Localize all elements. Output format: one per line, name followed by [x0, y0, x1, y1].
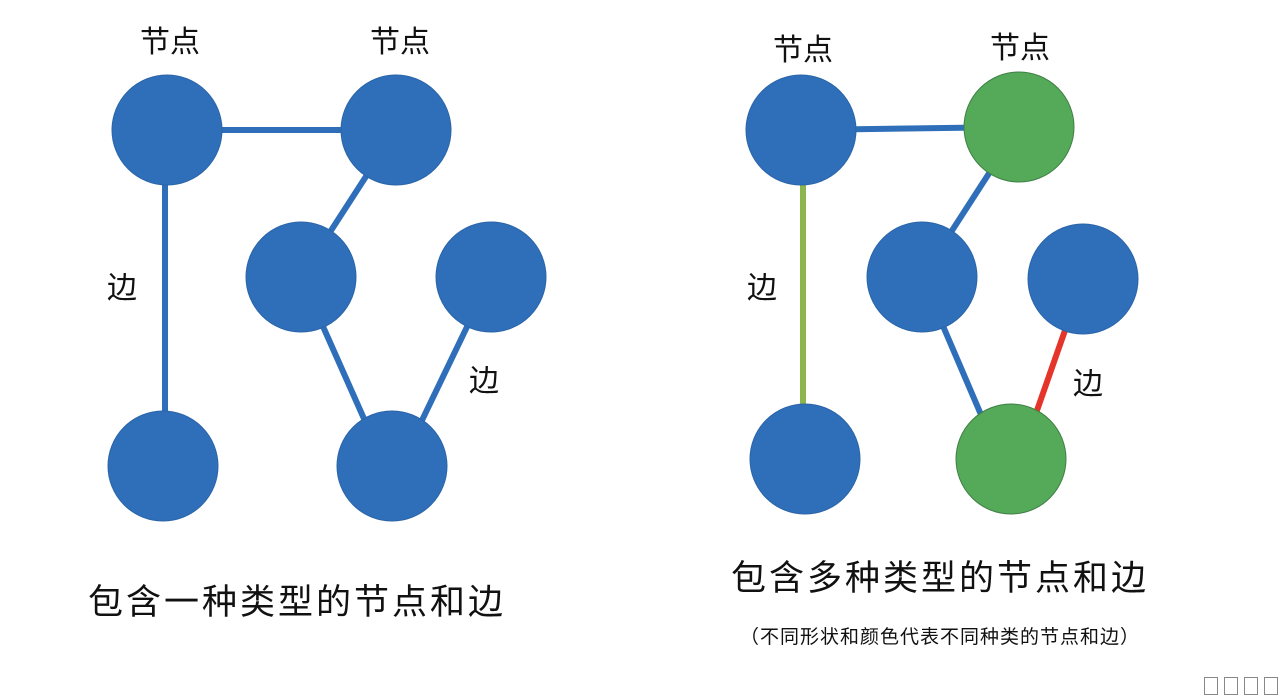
node: [107, 410, 219, 522]
missing-glyph-icon: [1244, 677, 1258, 695]
missing-glyph-boxes: [1204, 677, 1278, 695]
node: [245, 221, 357, 333]
left-caption: 包含一种类型的节点和边: [88, 583, 506, 623]
node-label: 节点: [773, 33, 833, 68]
edge-label: 边: [107, 271, 137, 306]
right-graph: 节点 节点 边 边 包含多种类型的节点和边 （不同形状和颜色代表不同种类的节点和…: [731, 31, 1149, 648]
node: [340, 74, 452, 186]
right-subcaption: （不同形状和颜色代表不同种类的节点和边）: [740, 626, 1140, 648]
node-green: [963, 71, 1075, 183]
left-graph: 节点 节点 边 边 包含一种类型的节点和边: [88, 25, 547, 623]
node: [336, 410, 448, 522]
node-green: [955, 403, 1067, 515]
node-label: 节点: [140, 25, 200, 60]
edge-label: 边: [747, 271, 777, 306]
node: [866, 221, 978, 333]
node-label: 节点: [370, 25, 430, 60]
edge-label: 边: [469, 364, 499, 399]
missing-glyph-icon: [1204, 677, 1218, 695]
node: [435, 221, 547, 333]
node: [749, 403, 861, 515]
node: [1027, 223, 1139, 335]
node: [111, 74, 223, 186]
node: [745, 74, 857, 186]
missing-glyph-icon: [1224, 677, 1238, 695]
right-caption: 包含多种类型的节点和边: [731, 559, 1149, 599]
edge-label: 边: [1073, 367, 1103, 402]
missing-glyph-icon: [1264, 677, 1278, 695]
node-label: 节点: [990, 31, 1050, 66]
